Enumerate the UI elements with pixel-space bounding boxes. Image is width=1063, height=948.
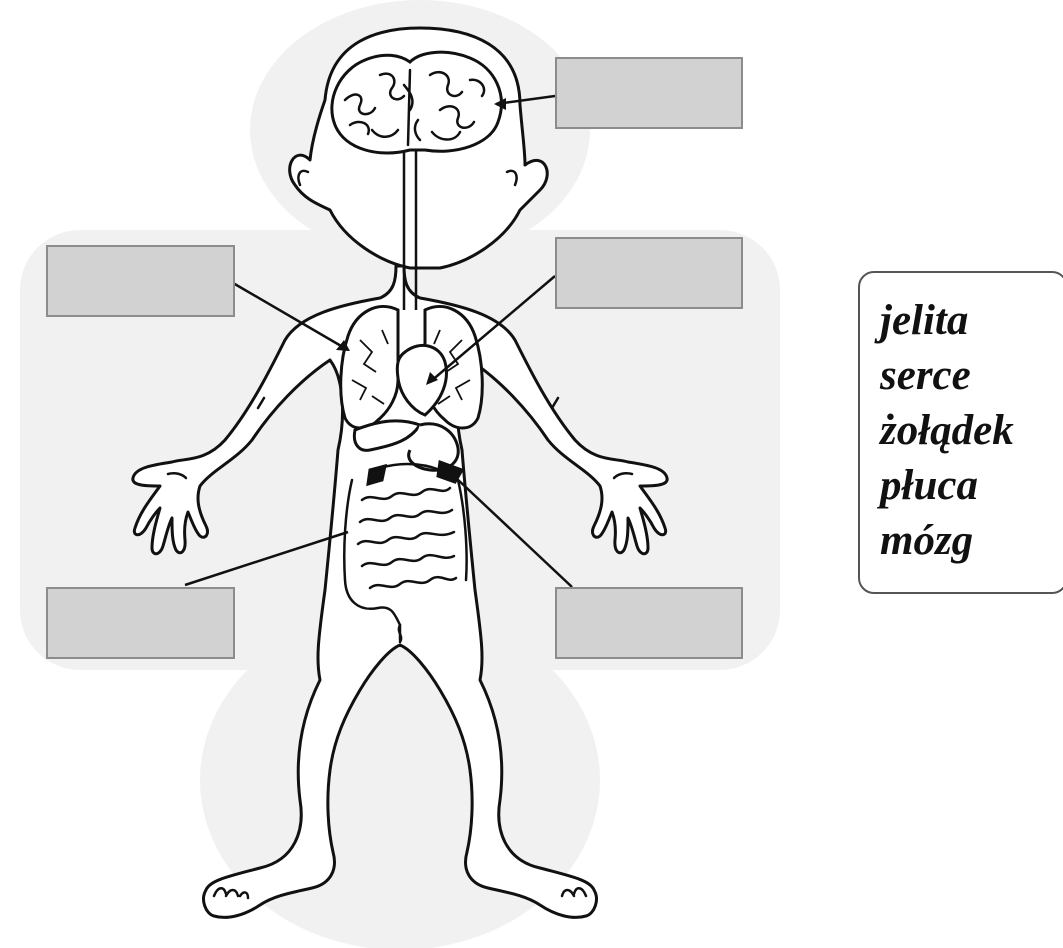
- word-mozg[interactable]: mózg: [880, 513, 1063, 568]
- answer-box-intestines[interactable]: [46, 587, 235, 659]
- word-bank: jelita serce żołądek płuca mózg: [858, 271, 1063, 594]
- word-jelita[interactable]: jelita: [880, 293, 1063, 348]
- answer-box-brain[interactable]: [555, 57, 743, 129]
- answer-box-heart[interactable]: [555, 237, 743, 309]
- answer-box-lungs[interactable]: [46, 245, 235, 317]
- answer-box-stomach[interactable]: [555, 587, 743, 659]
- brain-drawing: [332, 52, 502, 153]
- word-serce[interactable]: serce: [880, 348, 1063, 403]
- word-zoladek[interactable]: żołądek: [880, 403, 1063, 458]
- word-pluca[interactable]: płuca: [880, 458, 1063, 513]
